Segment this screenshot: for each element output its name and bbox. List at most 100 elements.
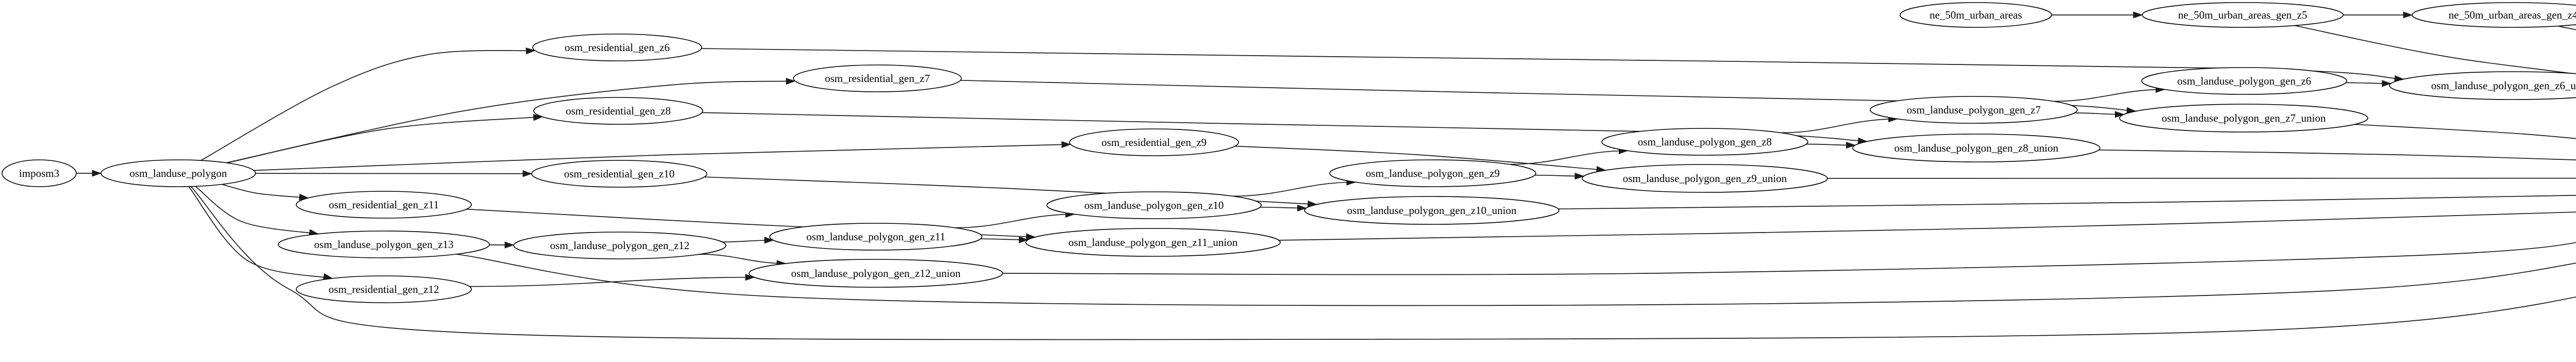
- edge-osm_landuse_polygon-to-osm_residential_gen_z11: [222, 184, 309, 201]
- node-osm_residential_gen_z11: osm_residential_gen_z11: [296, 191, 472, 219]
- node-ellipse-osm_residential_gen_z6: [532, 34, 702, 61]
- node-ellipse-osm_landuse_polygon_gen_z7: [1870, 96, 2078, 124]
- node-ellipse-osm_residential_gen_z10: [531, 160, 707, 188]
- node-osm_landuse_polygon_gen_z6: osm_landuse_polygon_gen_z6: [2141, 67, 2347, 95]
- node-osm_landuse_polygon_gen_z7: osm_landuse_polygon_gen_z7: [1870, 96, 2078, 124]
- node-label-osm_landuse_polygon_gen_z13: osm_landuse_polygon_gen_z13: [314, 238, 454, 251]
- node-ellipse-osm_residential_gen_z7: [793, 64, 962, 92]
- node-label-osm_residential_gen_z9: osm_residential_gen_z9: [1101, 136, 1207, 149]
- node-osm_landuse_polygon_gen_z12: osm_landuse_polygon_gen_z12: [513, 232, 726, 259]
- edge-osm_landuse_polygon_gen_z10_union-to-layer_landuse-z10: [1558, 194, 2576, 210]
- node-osm_landuse_polygon_gen_z8_union: osm_landuse_polygon_gen_z8_union: [1852, 134, 2100, 162]
- node-label-osm_landuse_polygon_gen_z7_union: osm_landuse_polygon_gen_z7_union: [2162, 112, 2326, 124]
- node-label-osm_residential_gen_z8: osm_residential_gen_z8: [566, 105, 671, 117]
- node-ellipse-osm_landuse_polygon_gen_z9_union: [1582, 164, 1828, 193]
- node-ellipse-osm_landuse_polygon_gen_z7_union: [2119, 104, 2368, 133]
- node-label-osm_landuse_polygon_gen_z11: osm_landuse_polygon_gen_z11: [806, 231, 945, 243]
- node-ellipse-osm_landuse_polygon_gen_z13: [278, 231, 490, 258]
- node-label-osm_landuse_polygon_gen_z7: osm_landuse_polygon_gen_z7: [1907, 104, 2041, 116]
- node-ellipse-osm_residential_gen_z12: [296, 275, 472, 303]
- node-label-imposm3: imposm3: [19, 167, 59, 179]
- edge-osm_landuse_polygon_gen_z12-to-osm_landuse_polygon_gen_z11: [722, 237, 774, 244]
- node-ellipse-osm_residential_gen_z9: [1069, 128, 1239, 156]
- node-ellipse-osm_landuse_polygon_gen_z12: [513, 232, 726, 259]
- node-label-osm_landuse_polygon_gen_z6: osm_landuse_polygon_gen_z6: [2177, 75, 2311, 87]
- edge-osm_landuse_polygon_gen_z12_union-to-layer_landuse-z12: [1002, 242, 2576, 275]
- node-osm_residential_gen_z12: osm_residential_gen_z12: [296, 275, 472, 303]
- node-ellipse-osm_landuse_polygon_gen_z8: [1601, 128, 1808, 156]
- node-ne_50m_urban_areas: ne_50m_urban_areas: [1900, 2, 2052, 28]
- node-label-osm_landuse_polygon: osm_landuse_polygon: [130, 167, 227, 179]
- node-label-osm_landuse_polygon_gen_z12_union: osm_landuse_polygon_gen_z12_union: [791, 267, 961, 279]
- node-osm_residential_gen_z7: osm_residential_gen_z7: [793, 64, 962, 92]
- node-osm_landuse_polygon_gen_z12_union: osm_landuse_polygon_gen_z12_union: [749, 259, 1003, 288]
- node-osm_landuse_polygon_gen_z6_union: osm_landuse_polygon_gen_z6_union: [2389, 71, 2576, 100]
- edge-osm_landuse_polygon_gen_z11-to-osm_landuse_polygon_gen_z11_union: [980, 236, 1029, 243]
- node-label-osm_landuse_polygon_gen_z8_union: osm_landuse_polygon_gen_z8_union: [1894, 142, 2059, 154]
- node-ellipse-osm_landuse_polygon_gen_z9: [1329, 159, 1536, 187]
- edge-osm_landuse_polygon_gen_z10-to-osm_landuse_polygon_gen_z10_union: [1260, 204, 1307, 212]
- node-osm_landuse_polygon_gen_z9_union: osm_landuse_polygon_gen_z9_union: [1582, 164, 1828, 193]
- edge-osm_landuse_polygon_gen_z10-to-osm_landuse_polygon_gen_z9: [1233, 178, 1357, 197]
- edge-osm_landuse_polygon_gen_z12-to-osm_landuse_polygon_gen_z12_union: [700, 254, 787, 267]
- edge-osm_landuse_polygon_gen_z8_union-to-layer_landuse-z8: [2098, 149, 2576, 160]
- edge-osm_landuse_polygon-to-osm_residential_gen_z9: [253, 141, 1072, 171]
- node-ellipse-ne_50m_urban_areas: [1900, 2, 2052, 28]
- node-label-osm_landuse_polygon_gen_z12: osm_landuse_polygon_gen_z12: [550, 239, 690, 252]
- node-label-osm_landuse_polygon_gen_z6_union: osm_landuse_polygon_gen_z6_union: [2431, 79, 2576, 92]
- node-label-osm_residential_gen_z11: osm_residential_gen_z11: [329, 199, 439, 211]
- node-label-osm_residential_gen_z10: osm_residential_gen_z10: [564, 168, 675, 180]
- node-label-osm_residential_gen_z12: osm_residential_gen_z12: [329, 283, 439, 295]
- edge-osm_residential_gen_z9-to-osm_landuse_polygon_gen_z9_union: [1235, 145, 1606, 173]
- node-label-osm_residential_gen_z6: osm_residential_gen_z6: [565, 41, 670, 54]
- node-ellipse-ne_50m_urban_areas_gen_z5: [2142, 2, 2344, 28]
- node-label-ne_50m_urban_areas_gen_z4: ne_50m_urban_areas_gen_z4: [2449, 9, 2576, 21]
- edge-osm_landuse_polygon-to-osm_residential_gen_z8: [227, 114, 544, 163]
- node-ne_50m_urban_areas_gen_z5: ne_50m_urban_areas_gen_z5: [2142, 2, 2344, 28]
- node-label-osm_landuse_polygon_gen_z8: osm_landuse_polygon_gen_z8: [1638, 136, 1772, 148]
- node-imposm3: imposm3: [2, 159, 77, 187]
- node-ellipse-osm_residential_gen_z8: [533, 97, 703, 125]
- node-ellipse-osm_landuse_polygon_gen_z11_union: [1025, 228, 1281, 257]
- edge-osm_landuse_polygon_gen_z8-to-osm_landuse_polygon_gen_z7: [1781, 115, 1899, 134]
- node-label-osm_landuse_polygon_gen_z11_union: osm_landuse_polygon_gen_z11_union: [1069, 236, 1238, 249]
- node-label-osm_landuse_polygon_gen_z10: osm_landuse_polygon_gen_z10: [1084, 199, 1224, 211]
- edge-osm_landuse_polygon_gen_z9-to-osm_landuse_polygon_gen_z9_union: [1534, 172, 1585, 180]
- node-label-osm_landuse_polygon_gen_z10_union: osm_landuse_polygon_gen_z10_union: [1347, 204, 1517, 217]
- edge-osm_landuse_polygon_gen_z7_union-to-layer_landuse-z7: [2354, 124, 2576, 139]
- node-osm_landuse_polygon_gen_z10_union: osm_landuse_polygon_gen_z10_union: [1304, 196, 1560, 225]
- edge-osm_landuse_polygon_gen_z7-to-osm_landuse_polygon_gen_z7_union: [2074, 111, 2125, 118]
- edge-osm_landuse_polygon_gen_z8-to-osm_landuse_polygon_gen_z8_union: [1806, 141, 1856, 149]
- node-ellipse-osm_landuse_polygon_gen_z6: [2141, 67, 2347, 95]
- node-osm_landuse_polygon_gen_z10: osm_landuse_polygon_gen_z10: [1046, 191, 1262, 219]
- edge-osm_landuse_polygon_gen_z13-to-layer_landuse-z13: [456, 254, 2576, 306]
- node-ellipse-osm_landuse_polygon_gen_z8_union: [1852, 134, 2100, 162]
- edge-osm_landuse_polygon_gen_z11_union-to-layer_landuse-z11: [1279, 211, 2576, 241]
- edge-osm_landuse_polygon_gen_z6-to-osm_landuse_polygon_gen_z6_union: [2346, 80, 2392, 87]
- edge-osm_landuse_polygon-to-layer_landuse-z14+: [190, 186, 2576, 340]
- node-ne_50m_urban_areas_gen_z4: ne_50m_urban_areas_gen_z4: [2412, 2, 2576, 28]
- node-osm_landuse_polygon_gen_z11: osm_landuse_polygon_gen_z11: [769, 223, 982, 251]
- node-ellipse-osm_landuse_polygon: [100, 159, 256, 187]
- node-osm_residential_gen_z9: osm_residential_gen_z9: [1069, 128, 1239, 156]
- edge-osm_landuse_polygon-to-osm_residential_gen_z6: [200, 47, 536, 161]
- node-osm_residential_gen_z8: osm_residential_gen_z8: [533, 97, 703, 125]
- node-osm_residential_gen_z6: osm_residential_gen_z6: [532, 34, 702, 61]
- edge-osm_landuse_polygon_gen_z11-to-osm_landuse_polygon_gen_z10: [955, 210, 1076, 228]
- node-ellipse-osm_landuse_polygon_gen_z10_union: [1304, 196, 1560, 225]
- nodes-layer: imposm3 osm_landuse_polygon osm_residentia…: [2, 2, 2576, 303]
- edge-osm_landuse_polygon_gen_z7-to-osm_landuse_polygon_gen_z6: [2054, 86, 2166, 102]
- node-osm_landuse_polygon_gen_z13: osm_landuse_polygon_gen_z13: [278, 231, 490, 258]
- node-osm_landuse_polygon: osm_landuse_polygon: [100, 159, 256, 187]
- edge-osm_landuse_polygon-to-osm_residential_gen_z12: [188, 186, 333, 280]
- edge-osm_landuse_polygon_gen_z9-to-osm_landuse_polygon_gen_z8: [1510, 147, 1629, 165]
- node-label-ne_50m_urban_areas_gen_z5: ne_50m_urban_areas_gen_z5: [2178, 9, 2308, 21]
- node-ellipse-osm_landuse_polygon_gen_z6_union: [2389, 71, 2576, 100]
- node-label-osm_residential_gen_z7: osm_residential_gen_z7: [825, 72, 930, 85]
- node-osm_residential_gen_z10: osm_residential_gen_z10: [531, 160, 707, 188]
- node-label-ne_50m_urban_areas: ne_50m_urban_areas: [1929, 9, 2022, 21]
- node-ellipse-imposm3: [2, 159, 77, 187]
- edge-osm_landuse_polygon-to-osm_landuse_polygon_gen_z13: [195, 186, 319, 236]
